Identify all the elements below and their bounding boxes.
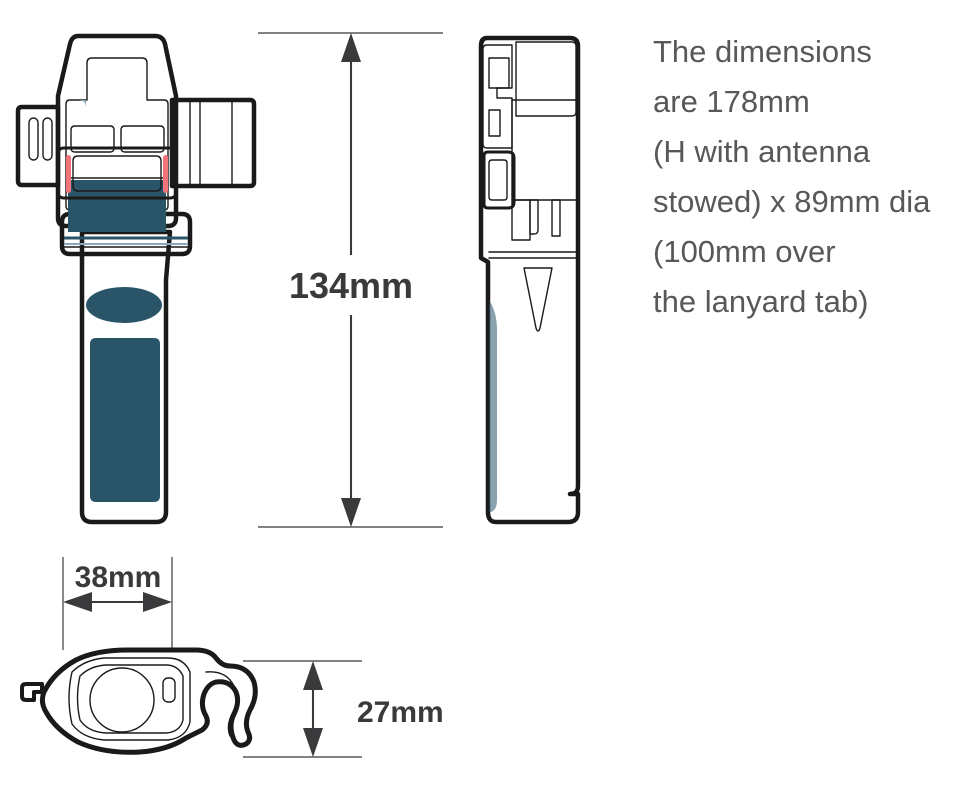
front-red-retaining-band <box>56 146 178 200</box>
side-antenna-channel <box>482 44 513 149</box>
dim-134-label: 134mm <box>289 265 413 306</box>
side-antenna-window-lower <box>488 109 501 137</box>
note-line-4: stowed) x 89mm dia <box>653 184 931 219</box>
plan-left-tab <box>20 682 44 702</box>
side-outer-body <box>478 35 581 525</box>
dim-27-label: 27mm <box>357 696 444 729</box>
plan-bottom-view <box>20 647 258 755</box>
front-mid-body <box>68 180 166 232</box>
plan-main-body <box>39 647 258 755</box>
side-shadow-strip <box>489 300 497 512</box>
front-handle-oval-detail <box>86 287 162 323</box>
plan-inner-shell-2 <box>76 664 184 734</box>
note-line-6: the lanyard tab) <box>653 284 868 319</box>
note-line-5: (100mm over <box>653 234 836 269</box>
dimensions-note: The dimensions are 178mm (H with antenna… <box>653 34 931 319</box>
dim-27-arrow-up <box>303 661 323 690</box>
dimension-134mm: 134mm <box>258 32 443 528</box>
side-fin-left <box>529 199 539 235</box>
side-antenna-window-upper <box>488 57 510 89</box>
dim-27-arrow-down <box>303 728 323 757</box>
dimension-27mm: 27mm <box>243 660 444 758</box>
dimension-38mm: 38mm <box>62 557 173 650</box>
front-right-connector-block <box>169 97 257 189</box>
dim-38-arrow-right <box>143 592 172 612</box>
front-head-housing <box>55 33 179 229</box>
dim-38-arrow-left <box>63 592 92 612</box>
side-fin-right <box>551 199 561 237</box>
front-collar <box>59 211 193 257</box>
note-line-1: The dimensions <box>653 34 872 69</box>
side-red-catch <box>482 150 516 210</box>
note-line-2: are 178mm <box>653 84 810 119</box>
front-lanyard-tab <box>15 104 61 188</box>
side-elevation-view <box>478 35 581 525</box>
plan-hook-inner-contour <box>205 671 238 737</box>
front-handle-panel <box>90 338 160 502</box>
note-line-3: (H with antenna <box>653 134 871 169</box>
plan-inner-shell <box>68 657 191 741</box>
dim-134-arrow-up <box>341 33 361 62</box>
side-mid-block <box>511 99 579 201</box>
dim-38-label: 38mm <box>75 561 162 594</box>
front-handle-body <box>79 229 173 525</box>
plan-center-circle <box>89 667 155 733</box>
side-v-taper-detail <box>523 267 553 332</box>
front-elevation-view <box>15 33 257 525</box>
plan-window-detail <box>162 677 176 703</box>
dim-134-arrow-down <box>341 498 361 527</box>
side-upper-housing <box>515 41 577 117</box>
